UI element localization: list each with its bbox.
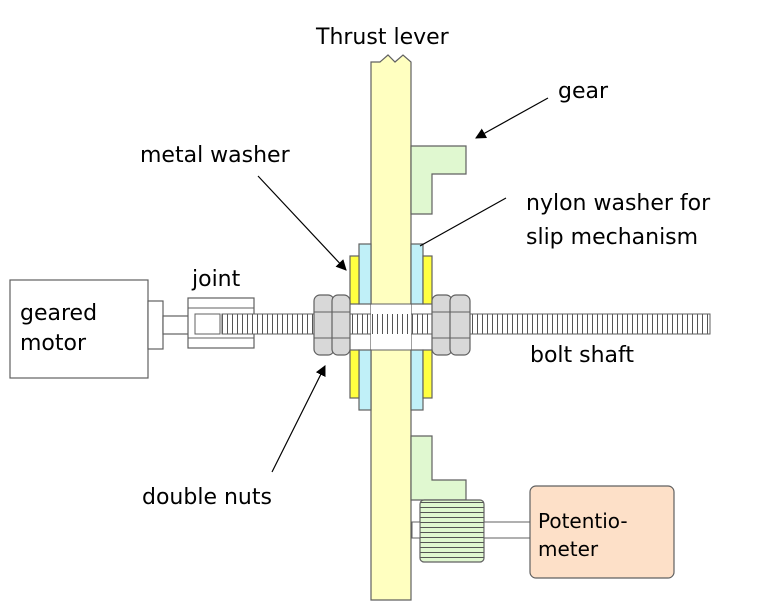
nylon-washer-leader (419, 197, 507, 247)
double-nuts-left (313, 294, 351, 356)
double-nuts-right (431, 294, 471, 356)
potentiometer-label-line2: meter (538, 537, 599, 561)
metal-washers (349, 255, 433, 399)
double-nuts-label: double nuts (142, 485, 272, 510)
shaft-through-lever (371, 314, 411, 334)
metal-washer-arrow (257, 175, 347, 271)
motor-shaft (162, 315, 192, 335)
potentiometer-label-line1: Potentio- (538, 509, 628, 533)
bolt-shaft-label: bolt shaft (530, 343, 634, 368)
nylon-washers (358, 243, 424, 411)
double-nuts-arrow (271, 365, 326, 473)
metal-washer-label: metal washer (140, 143, 291, 168)
gear-arrow (475, 97, 549, 139)
nylon-washer-label-line1: nylon washer for (526, 191, 711, 216)
geared-motor-label-line2: motor (20, 331, 87, 356)
pot-shaft (483, 521, 531, 539)
thrust-lever-label: Thrust lever (315, 25, 450, 50)
pinion-gear (419, 499, 485, 563)
leader-arrows (257, 97, 549, 473)
geared-motor (9, 279, 192, 379)
gear (410, 145, 467, 501)
potentiometer-assembly (411, 485, 675, 579)
joint-label: joint (191, 267, 241, 292)
geared-motor-label-line1: geared (20, 301, 97, 326)
gear-label: gear (558, 79, 609, 104)
potentiometer-body (529, 485, 675, 579)
nylon-washer-label-line2: slip mechanism (526, 225, 698, 250)
thrust-lever (370, 54, 412, 601)
motor-flange (147, 300, 164, 350)
